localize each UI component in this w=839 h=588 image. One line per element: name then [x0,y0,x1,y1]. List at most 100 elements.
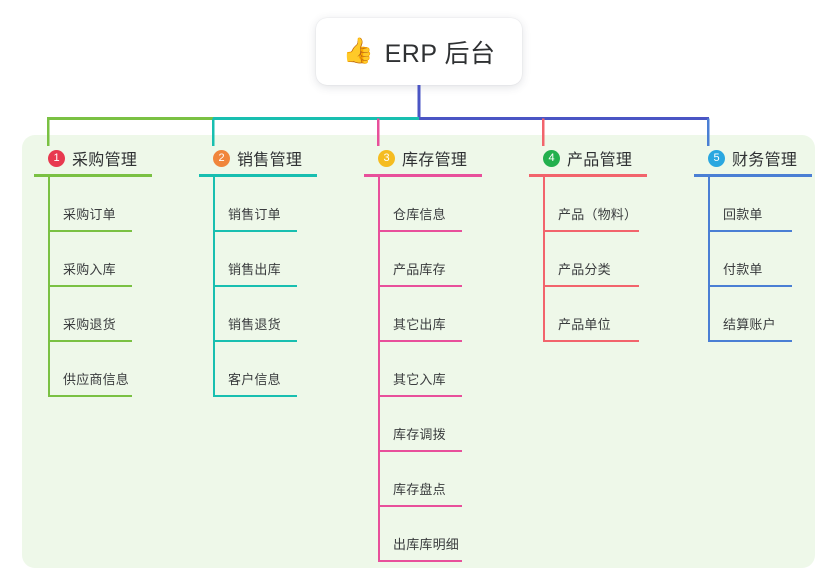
list-item[interactable]: 其它出库 [364,287,484,342]
list-item-label: 结算账户 [723,317,776,332]
list-item-divider [378,230,462,232]
list-item-label: 采购退货 [63,317,116,332]
column-2: 2 销售管理销售订单销售出库销售退货客户信息 [199,146,317,397]
list-item-label: 产品库存 [393,262,446,277]
column-divider [34,174,152,177]
list-item[interactable]: 产品库存 [364,232,484,287]
thumbs-up-icon: 👍 [342,37,374,65]
column-items: 采购订单采购入库采购退货供应商信息 [34,177,154,397]
column-header-3[interactable]: 3 库存管理 [364,146,467,170]
column-title: 采购管理 [72,152,138,169]
column-badge-icon: 5 [708,149,725,167]
list-item[interactable]: 采购订单 [34,177,154,232]
list-item[interactable]: 付款单 [694,232,814,287]
list-item[interactable]: 其它入库 [364,342,484,397]
list-item-divider [708,285,792,287]
list-item-divider [378,450,462,452]
column-1: 1 采购管理采购订单采购入库采购退货供应商信息 [34,146,152,397]
list-item[interactable]: 销售出库 [199,232,319,287]
column-header-2[interactable]: 2 销售管理 [199,146,302,170]
column-spine [48,177,50,397]
list-item-label: 库存调拨 [393,427,446,442]
list-item-label: 付款单 [723,262,763,277]
list-item[interactable]: 产品单位 [529,287,649,342]
column-4: 4 产品管理产品（物料） 产品分类产品单位 [529,146,647,342]
list-item-divider [48,285,132,287]
list-item-divider [48,230,132,232]
list-item-divider [378,285,462,287]
list-item-label: 其它出库 [393,317,446,332]
root-node-card[interactable]: 👍 ERP 后台 [316,18,522,85]
column-header-1[interactable]: 1 采购管理 [34,146,137,170]
mindmap-panel [22,135,815,568]
column-divider [199,174,317,177]
list-item[interactable]: 产品（物料） [529,177,649,232]
column-items: 仓库信息产品库存其它出库其它入库库存调拨库存盘点出库库明细 [364,177,484,562]
list-item-divider [378,340,462,342]
list-item-label: 仓库信息 [393,207,446,222]
column-spine [543,177,545,342]
column-spine [708,177,710,342]
list-item[interactable]: 库存调拨 [364,397,484,452]
list-item[interactable]: 销售退货 [199,287,319,342]
column-header-4[interactable]: 4 产品管理 [529,146,632,170]
list-item-label: 产品单位 [558,317,611,332]
root-node-title: ERP 后台 [384,39,496,68]
list-item-label: 客户信息 [228,372,281,387]
list-item-label: 产品（物料） [558,207,638,222]
list-item[interactable]: 采购退货 [34,287,154,342]
column-header-5[interactable]: 5 财务管理 [694,146,797,170]
list-item[interactable]: 仓库信息 [364,177,484,232]
list-item[interactable]: 出库库明细 [364,507,484,562]
column-title: 销售管理 [237,152,303,169]
list-item-label: 销售订单 [228,207,281,222]
list-item-divider [213,285,297,287]
list-item[interactable]: 回款单 [694,177,814,232]
column-spine [378,177,380,562]
column-title: 库存管理 [402,152,468,169]
list-item-label: 采购入库 [63,262,116,277]
list-item-divider [213,340,297,342]
column-title: 产品管理 [567,152,633,169]
list-item-divider [543,230,639,232]
list-item-divider [708,230,792,232]
column-badge-icon: 4 [543,149,560,167]
list-item-divider [48,340,132,342]
list-item-divider [213,395,297,397]
list-item-label: 采购订单 [63,207,116,222]
column-3: 3 库存管理仓库信息产品库存其它出库其它入库库存调拨库存盘点出库库明细 [364,146,482,562]
list-item[interactable]: 销售订单 [199,177,319,232]
list-item[interactable]: 库存盘点 [364,452,484,507]
list-item-label: 供应商信息 [63,372,130,387]
column-spine [213,177,215,397]
column-items: 产品（物料） 产品分类产品单位 [529,177,649,342]
list-item[interactable]: 客户信息 [199,342,319,397]
column-divider [694,174,812,177]
column-items: 销售订单销售出库销售退货客户信息 [199,177,319,397]
list-item-divider [543,285,639,287]
list-item-divider [48,395,132,397]
list-item-divider [708,340,792,342]
column-divider [529,174,647,177]
list-item-label: 产品分类 [558,262,611,277]
list-item-divider [378,395,462,397]
column-5: 5 财务管理回款单付款单结算账户 [694,146,812,342]
list-item[interactable]: 供应商信息 [34,342,154,397]
list-item[interactable]: 产品分类 [529,232,649,287]
list-item[interactable]: 采购入库 [34,232,154,287]
list-item-label: 销售出库 [228,262,281,277]
column-badge-icon: 3 [378,149,395,167]
list-item-divider [378,560,462,562]
list-item-label: 库存盘点 [393,482,446,497]
column-title: 财务管理 [732,152,798,169]
list-item-divider [543,340,639,342]
column-items: 回款单付款单结算账户 [694,177,814,342]
list-item-divider [378,505,462,507]
column-divider [364,174,482,177]
list-item-divider [213,230,297,232]
column-badge-icon: 2 [213,149,230,167]
list-item-label: 回款单 [723,207,763,222]
list-item-label: 出库库明细 [393,537,460,552]
list-item[interactable]: 结算账户 [694,287,814,342]
column-badge-icon: 1 [48,149,65,167]
